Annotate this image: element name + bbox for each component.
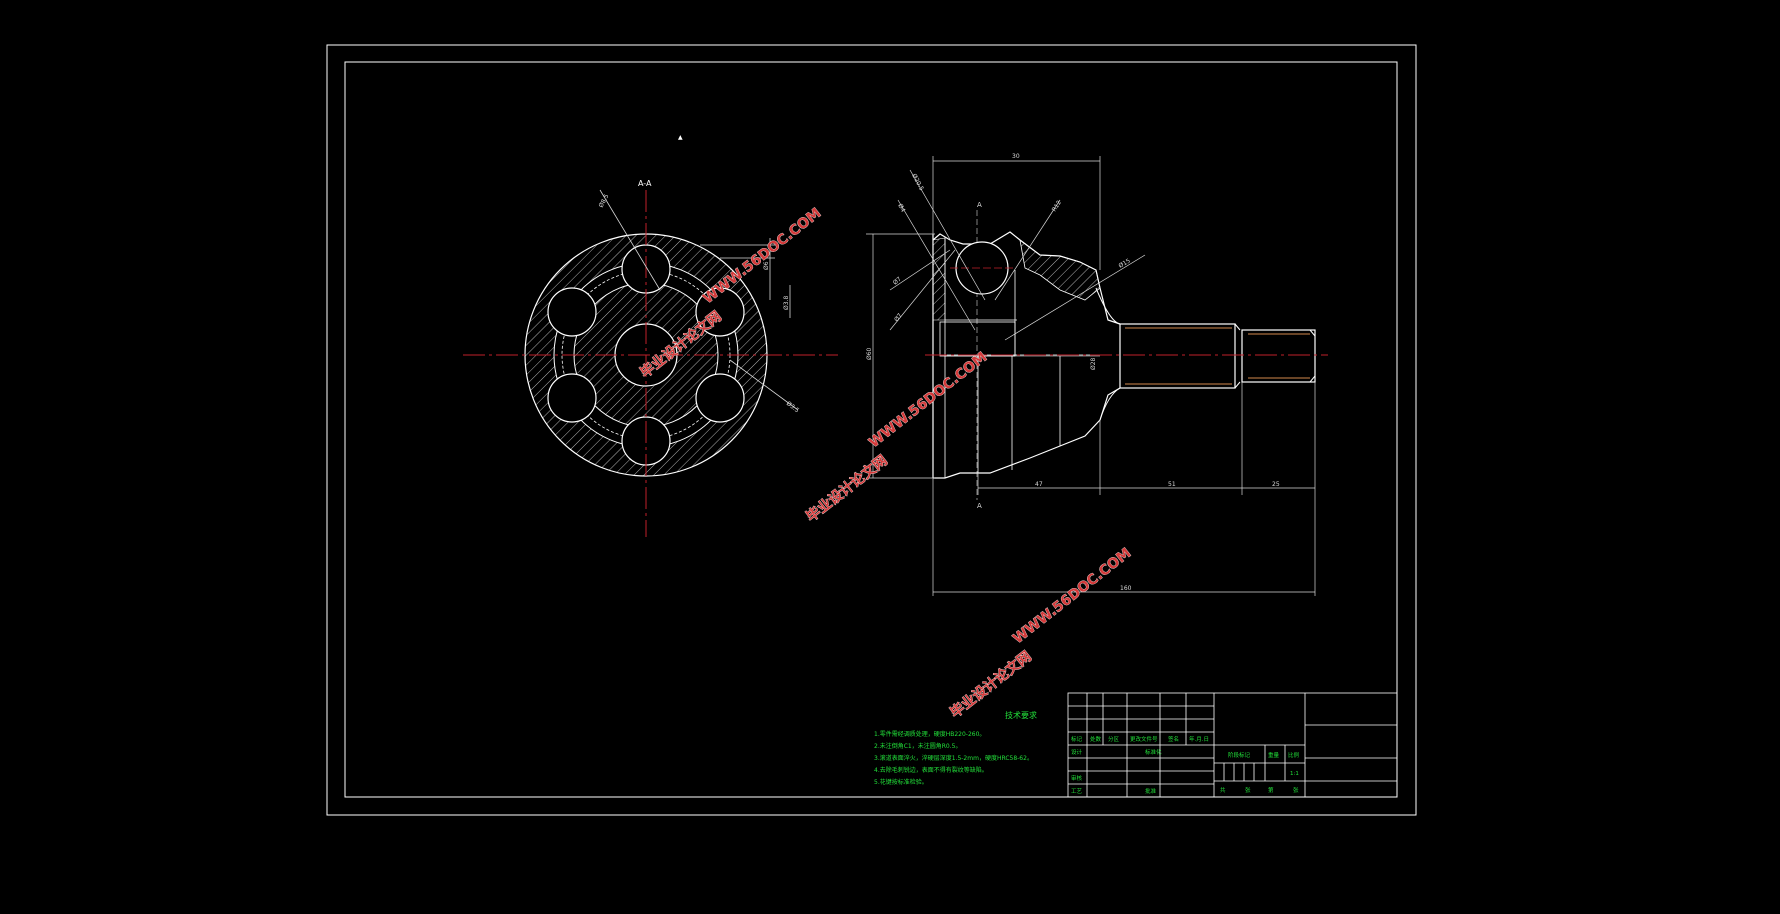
shaft-spline: [1241, 329, 1316, 383]
stray-mark: ▲: [678, 134, 683, 141]
tb-label: 张: [1245, 786, 1251, 794]
note-line: 4.去除毛刺锐边，表面不得有裂纹等缺陷。: [874, 766, 988, 774]
tb-label: 处数: [1090, 735, 1102, 743]
inner-border: [344, 61, 1398, 798]
dimension-text: R12: [1051, 199, 1063, 213]
dimension-text: 47: [1035, 481, 1043, 488]
tb-label: 张: [1293, 786, 1299, 794]
side-view: A A: [866, 153, 1328, 596]
notes-title: 技术要求: [1005, 710, 1037, 720]
tb-label: 签名: [1168, 735, 1179, 743]
outer-border: [326, 44, 1417, 816]
leader-line: [897, 199, 976, 331]
leader-line: [1004, 254, 1146, 341]
tb-label: 批准: [1145, 787, 1157, 795]
tb-label: 阶段标记: [1228, 751, 1251, 759]
dimension-text: 25: [1272, 481, 1280, 488]
title-block: [1067, 692, 1398, 798]
ball-pocket: [695, 373, 745, 423]
dimension-text: Ø3.8: [783, 296, 790, 310]
dimension-text: Ø7: [892, 276, 903, 287]
leader-line: [889, 249, 951, 291]
tb-label: 设计: [1071, 748, 1083, 756]
thread-end: [1234, 381, 1241, 389]
watermark-name: 毕业设计论文网: [803, 452, 891, 526]
tb-label: 共: [1220, 786, 1226, 794]
watermark-2: WWW.56DOC.COM 毕业设计论文网: [803, 349, 991, 526]
tb-label: 年.月.日: [1189, 735, 1209, 743]
dimension-text: 51: [1168, 481, 1176, 488]
tb-label: 分区: [1108, 735, 1120, 743]
leader-line: [729, 359, 799, 411]
section-label: A-A: [638, 179, 652, 188]
bell-outline-lower: [933, 387, 1121, 479]
watermark-site: WWW.56DOC.COM: [700, 205, 824, 307]
watermark-site: WWW.56DOC.COM: [1010, 545, 1134, 647]
shaft-thread: [1119, 323, 1236, 389]
ball-pocket: [695, 287, 745, 337]
note-line: 1.零件需经调质处理，硬度HB220-260。: [874, 730, 985, 738]
note-line: 5.花键按标准检验。: [874, 778, 928, 786]
dimension-text: 160: [1120, 585, 1132, 592]
tb-label: 工艺: [1071, 788, 1083, 795]
title-block-text: 标记 处数 分区 更改文件号 签名 年.月.日 设计 标准化 审核 工艺 批准 …: [1071, 735, 1300, 795]
dimension-text: Ø15: [1118, 257, 1132, 269]
dimension-text: Ø28: [1090, 357, 1097, 370]
watermark-site: WWW.56DOC.COM: [866, 349, 990, 451]
dimension-text: Ø4: [896, 203, 906, 214]
section-view-a-a: A-A Ø8.5 Ø3.5 Ø6 Ø3.8: [463, 179, 838, 537]
watermark-3: WWW.56DOC.COM 毕业设计论文网: [947, 545, 1135, 722]
leader-line: [599, 189, 661, 291]
thread-end: [1234, 323, 1241, 331]
ball-pocket: [547, 287, 597, 337]
leader-line: [909, 169, 986, 301]
neck-upper: [1095, 287, 1121, 325]
dimension-text: Ø60: [866, 347, 873, 360]
dimension-text: Ø20.5: [910, 173, 925, 192]
section-marker-bottom: A: [977, 502, 982, 510]
dimension-text: 30: [1012, 153, 1020, 160]
hatched-flange: [1019, 239, 1101, 301]
tb-label: 重量: [1268, 751, 1280, 759]
dimension-text: Ø6: [763, 261, 770, 270]
dimension-text: Ø7: [893, 312, 904, 323]
dimension-text: Ø3.5: [785, 400, 801, 414]
tb-label: 第: [1268, 786, 1274, 794]
neck-lower: [1099, 387, 1121, 421]
note-line: 3.滚道表面淬火，淬硬层深度1.5-2mm，硬度HRC58-62。: [874, 754, 1033, 762]
note-line: 2.未注倒角C1，未注圆角R0.5。: [874, 742, 961, 750]
shaft-chamfer: [1309, 329, 1316, 337]
shaft-chamfer: [1309, 375, 1316, 383]
dimension-text: Ø8.5: [598, 193, 611, 209]
ball-pocket: [547, 373, 597, 423]
tb-label: 1:1: [1290, 771, 1299, 777]
tb-label: 标记: [1071, 735, 1083, 743]
section-marker-top: A: [977, 201, 982, 209]
tb-label: 比例: [1288, 751, 1300, 759]
tb-label: 标准化: [1145, 748, 1162, 756]
leader-line: [994, 199, 1061, 301]
hatched-edge: [932, 237, 946, 321]
tb-label: 审核: [1071, 774, 1083, 782]
leader-line: [889, 249, 956, 331]
tb-label: 更改文件号: [1130, 735, 1158, 743]
technical-notes: 技术要求 1.零件需经调质处理，硬度HB220-260。 2.未注倒角C1，未注…: [874, 710, 1037, 786]
